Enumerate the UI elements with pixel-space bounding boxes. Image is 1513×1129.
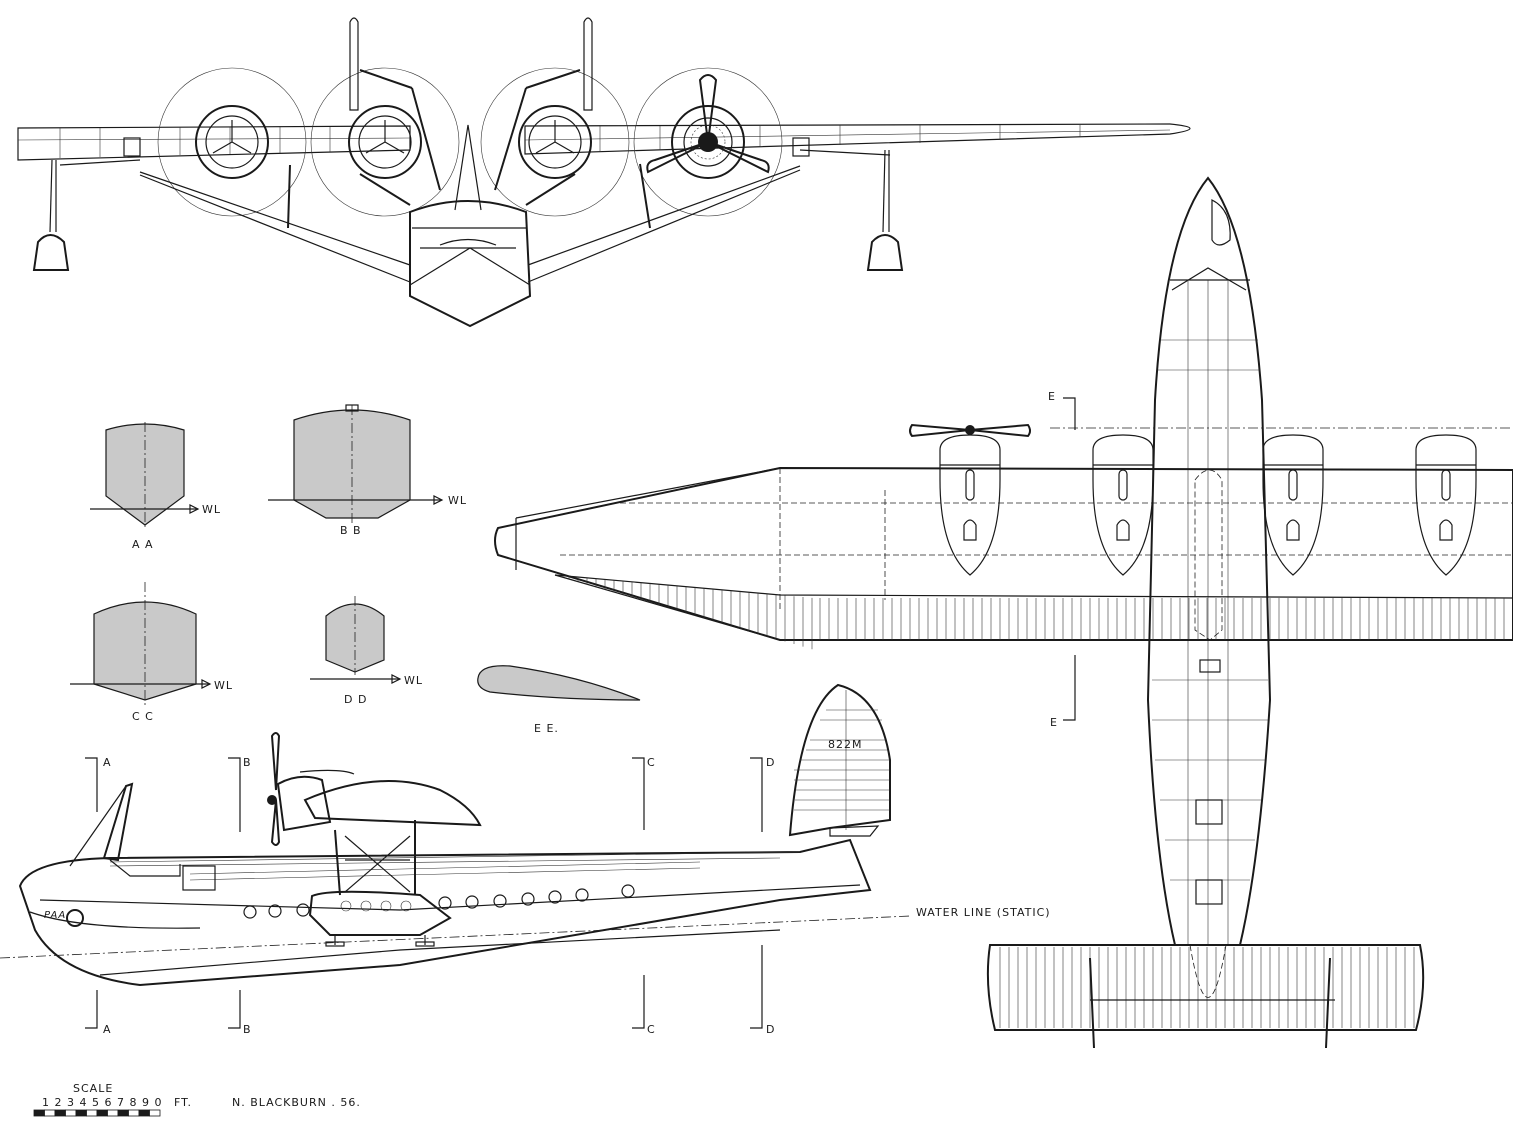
station-c-bottom: C bbox=[647, 1023, 656, 1036]
station-a-top: A bbox=[103, 756, 112, 769]
scale-unit: FT. bbox=[174, 1096, 192, 1109]
section-d-d-label: D D bbox=[344, 693, 367, 706]
section-a-a-label: A A bbox=[132, 538, 154, 551]
station-c-top: C bbox=[647, 756, 656, 769]
section-a-a-wl: WL bbox=[202, 503, 221, 516]
scale-title: SCALE bbox=[73, 1082, 113, 1095]
station-e-top: E bbox=[1048, 390, 1056, 403]
scale-bar-block: SCALE 1 2 3 4 5 6 7 8 9 0 FT. N. BLACKBU… bbox=[33, 1082, 361, 1117]
station-b-bottom: B bbox=[243, 1023, 252, 1036]
station-d-bottom: D bbox=[766, 1023, 775, 1036]
hull-sections: WL A A WL B B WL C C WL D D E E. bbox=[70, 404, 641, 735]
plan-view: E E bbox=[494, 176, 1513, 1049]
section-c-c bbox=[93, 601, 197, 701]
registration-label: 822M bbox=[828, 738, 863, 751]
station-a-bottom: A bbox=[103, 1023, 112, 1036]
scale-bar bbox=[33, 1109, 161, 1117]
section-c-c-label: C C bbox=[132, 710, 154, 723]
section-b-b-label: B B bbox=[340, 524, 362, 537]
station-e-bottom: E bbox=[1050, 716, 1058, 729]
scale-digits: 1 2 3 4 5 6 7 8 9 0 bbox=[42, 1096, 162, 1109]
section-c-c-wl: WL bbox=[214, 679, 233, 692]
side-view: PAA bbox=[0, 683, 1051, 1036]
section-d-d-wl: WL bbox=[404, 674, 423, 687]
author-credit: N. BLACKBURN . 56. bbox=[232, 1096, 361, 1109]
section-b-b-wl: WL bbox=[448, 494, 467, 507]
station-b-top: B bbox=[243, 756, 252, 769]
section-a-a bbox=[105, 423, 185, 526]
front-view bbox=[17, 17, 1191, 328]
section-e-e-airfoil bbox=[477, 665, 641, 701]
section-e-e-label: E E. bbox=[534, 722, 559, 735]
station-d-top: D bbox=[766, 756, 775, 769]
hull-marking: PAA bbox=[44, 910, 66, 921]
water-line-label: WATER LINE (STATIC) bbox=[916, 906, 1051, 919]
